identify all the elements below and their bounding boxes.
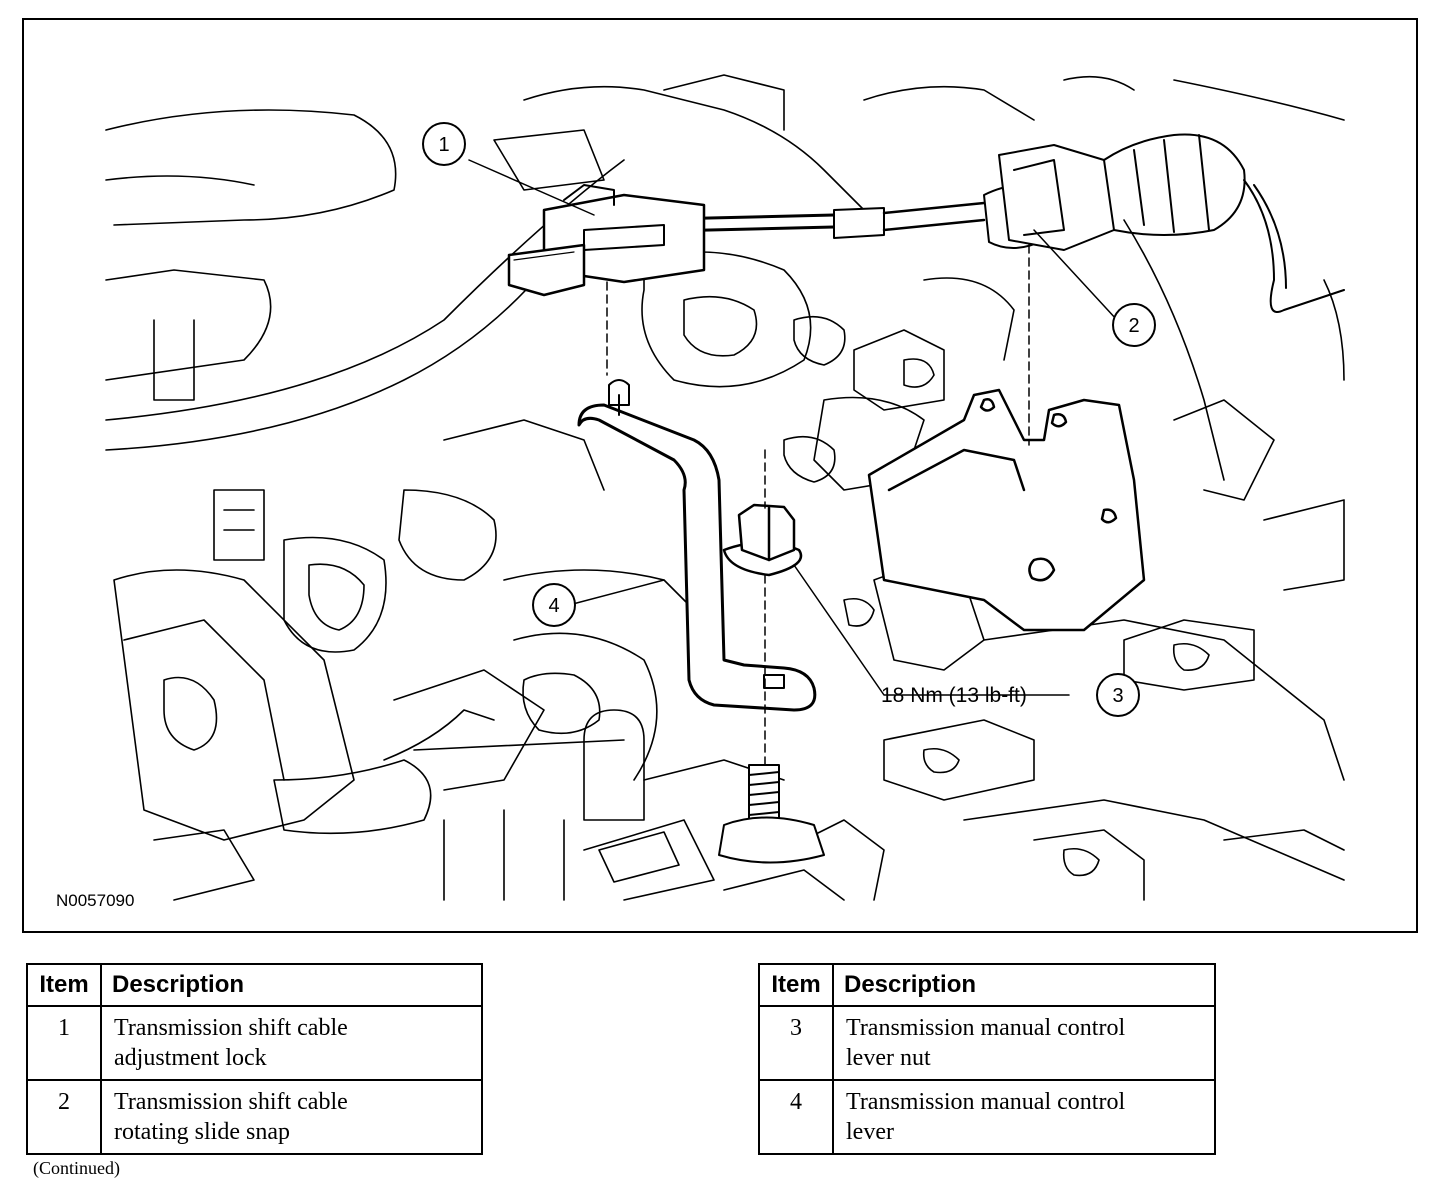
lever-nut xyxy=(722,503,803,577)
legend-table-left: Item Description 1 Transmission shift ca… xyxy=(26,963,483,1155)
legend-header-row: Item Description xyxy=(758,963,1216,1007)
adjustment-lock xyxy=(507,184,706,297)
table-row: 4 Transmission manual control lever xyxy=(758,1079,1216,1155)
item-number: 3 xyxy=(758,1005,834,1081)
legend-table-right: Item Description 3 Transmission manual c… xyxy=(758,963,1216,1155)
callout-3 xyxy=(1096,673,1140,717)
description-line: lever xyxy=(846,1119,894,1145)
callout-4 xyxy=(532,583,576,627)
callout-2-number: 2 xyxy=(1128,315,1139,337)
header-item: Item xyxy=(26,963,102,1007)
item-description: Transmission shift cable rotating slide … xyxy=(100,1079,483,1155)
torque-spec-label: 18 Nm (13 lb-ft) xyxy=(881,684,1027,707)
mounting-bracket xyxy=(867,388,1146,632)
figure-illustration: 1 2 3 4 18 Nm (13 lb-ft) N0057090 xyxy=(22,18,1418,933)
header-description: Description xyxy=(832,963,1216,1007)
description-line: adjustment lock xyxy=(114,1045,267,1071)
description-line: Transmission shift cable xyxy=(114,1089,348,1115)
callout-2 xyxy=(1112,303,1156,347)
shift-cable xyxy=(622,133,1345,313)
description-line: Transmission manual control xyxy=(846,1015,1126,1041)
item-description: Transmission manual control lever nut xyxy=(832,1005,1216,1081)
table-row: 3 Transmission manual control lever nut xyxy=(758,1005,1216,1081)
figure-id-label: N0057090 xyxy=(56,891,134,910)
header-item: Item xyxy=(758,963,834,1007)
component-drawing: 1 2 3 4 18 Nm (13 lb-ft) N0057090 xyxy=(56,74,1345,910)
description-line: Transmission shift cable xyxy=(114,1015,348,1041)
table-row: 2 Transmission shift cable rotating slid… xyxy=(26,1079,483,1155)
description-line: lever nut xyxy=(846,1045,931,1071)
description-line: Transmission manual control xyxy=(846,1089,1126,1115)
engine-background xyxy=(105,74,1345,901)
item-number: 1 xyxy=(26,1005,102,1081)
item-number: 2 xyxy=(26,1079,102,1155)
alignment-lines xyxy=(606,244,1030,766)
item-number: 4 xyxy=(758,1079,834,1155)
callout-1-number: 1 xyxy=(438,134,449,156)
callout-4-number: 4 xyxy=(548,595,559,617)
description-line: rotating slide snap xyxy=(114,1119,290,1145)
header-description: Description xyxy=(100,963,483,1007)
manual-control-lever xyxy=(577,379,817,712)
item-description: Transmission shift cable adjustment lock xyxy=(100,1005,483,1081)
legend-header-row: Item Description xyxy=(26,963,483,1007)
item-description: Transmission manual control lever xyxy=(832,1079,1216,1155)
callout-3-number: 3 xyxy=(1112,685,1123,707)
table-row: 1 Transmission shift cable adjustment lo… xyxy=(26,1005,483,1081)
continued-note: (Continued) xyxy=(33,1158,120,1178)
leader-lines xyxy=(468,159,1118,696)
threaded-stud xyxy=(718,764,825,864)
callout-1 xyxy=(422,122,466,166)
callout-markers xyxy=(422,122,1156,717)
